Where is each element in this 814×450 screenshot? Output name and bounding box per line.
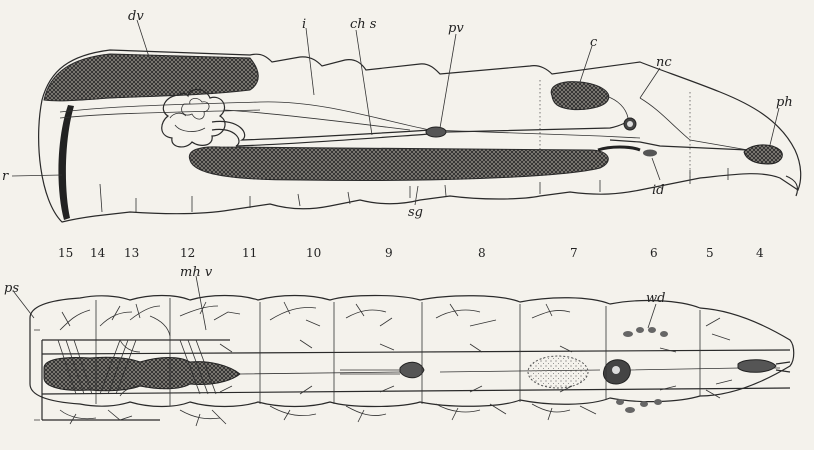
segment-number: 9: [385, 246, 393, 260]
segment-number: 4: [756, 246, 764, 260]
segment-number: 11: [242, 246, 257, 260]
segment-number: 12: [180, 246, 195, 260]
segment-numbers: 15 14 13 12 11 10 9 8 7 6 5 4: [58, 246, 764, 260]
label-pv: pv: [448, 21, 464, 36]
segment-number: 5: [706, 246, 714, 260]
label-sg: sg: [408, 205, 423, 220]
segment-number: 6: [650, 246, 658, 260]
proventriculus: [426, 127, 446, 137]
label-id: id: [652, 183, 664, 198]
segment-number: 15: [58, 246, 73, 260]
segment-number: 14: [90, 246, 106, 260]
label-i: i: [302, 17, 306, 32]
label-ph: ph: [776, 95, 793, 110]
label-mhv: mh v: [180, 265, 213, 280]
segment-number: 8: [478, 246, 486, 260]
malpighian-coil: [162, 89, 225, 147]
label-r: r: [2, 169, 9, 184]
segment-number: 10: [306, 246, 321, 260]
lower-leaders: [14, 276, 656, 330]
side-view-body: [39, 50, 801, 222]
label-ps: ps: [4, 281, 19, 296]
dorsal-vessel: [44, 54, 258, 101]
label-c: c: [590, 35, 598, 50]
segment-number: 7: [570, 246, 578, 260]
label-nc: nc: [656, 55, 672, 70]
label-dv: dv: [128, 9, 144, 24]
label-wd: wd: [646, 291, 665, 306]
silk-gland: [189, 147, 608, 181]
dorsal-view-body: [30, 296, 794, 427]
segment-number: 13: [124, 246, 139, 260]
label-chs: ch s: [350, 17, 377, 32]
